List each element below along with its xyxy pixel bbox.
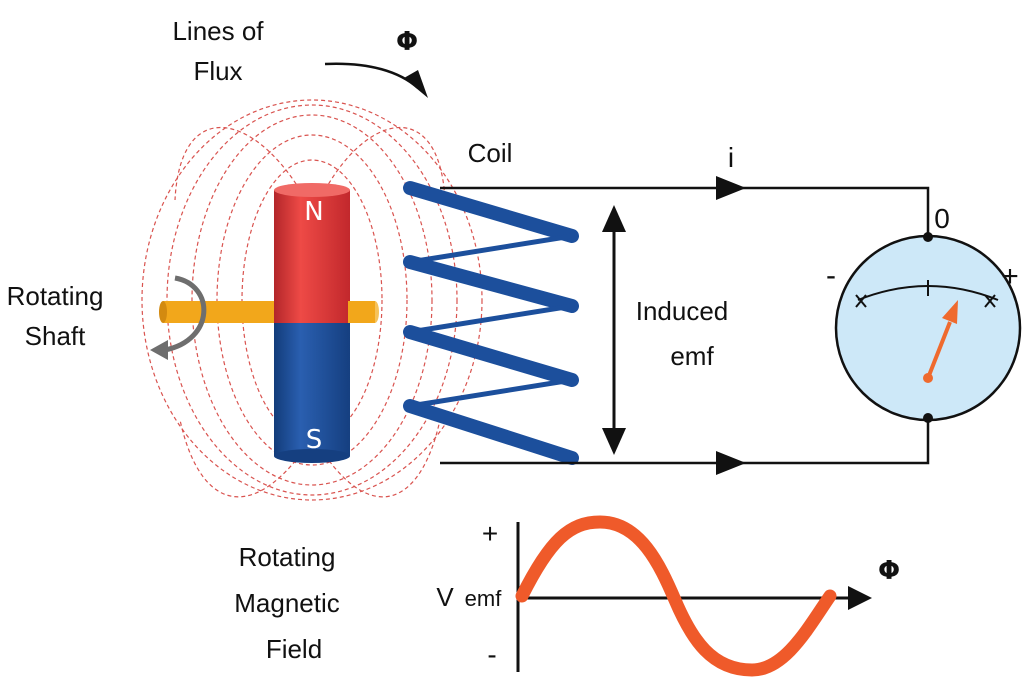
- current-arrow-top: [716, 176, 746, 200]
- coil: [403, 181, 579, 465]
- lines-of-flux-label-line1: Lines of: [172, 16, 264, 46]
- graph-emf-label: emf: [465, 586, 503, 611]
- meter-plus-label: +: [1001, 260, 1019, 293]
- emf-graph: + - V emf Φ: [436, 515, 900, 677]
- south-pole-label: S: [306, 425, 323, 455]
- meter-zero-label: 0: [934, 203, 950, 234]
- galvanometer: [834, 232, 1022, 423]
- current-label: i: [728, 142, 734, 173]
- phi-top-label: Φ: [396, 27, 418, 57]
- rotating-shaft-label-line1: Rotating: [7, 281, 104, 311]
- graph-v-label: V: [436, 582, 454, 612]
- north-pole-label: N: [304, 197, 323, 227]
- meter-minus-label: -: [826, 259, 836, 292]
- phi-graph-label: Φ: [878, 556, 900, 586]
- flux-lines: [141, 99, 483, 501]
- sine-wave: [515, 515, 837, 677]
- rotating-field-label-line2: Magnetic: [234, 588, 340, 618]
- rotation-arrow-icon: [150, 275, 207, 360]
- magnet-north: [274, 190, 350, 323]
- induced-emf-label-line1: Induced: [636, 296, 729, 326]
- coil-label: Coil: [468, 138, 513, 168]
- graph-plus-label: +: [482, 518, 498, 549]
- rotating-field-label-line3: Field: [266, 634, 322, 664]
- induced-emf-arrow: [602, 205, 626, 455]
- magnet-south: [274, 323, 350, 456]
- bar-magnet: N S: [274, 183, 350, 463]
- lines-of-flux-label-line2: Flux: [193, 56, 242, 86]
- meter-needle: [923, 300, 958, 383]
- circuit-wires: [440, 186, 930, 465]
- rotating-shaft-label-line2: Shaft: [25, 321, 86, 351]
- flux-direction-arrow: [324, 62, 428, 98]
- induced-emf-label-line2: emf: [670, 341, 714, 371]
- current-arrow-bottom: [716, 451, 746, 475]
- rotating-field-label-line1: Rotating: [239, 542, 336, 572]
- graph-minus-label: -: [487, 639, 496, 670]
